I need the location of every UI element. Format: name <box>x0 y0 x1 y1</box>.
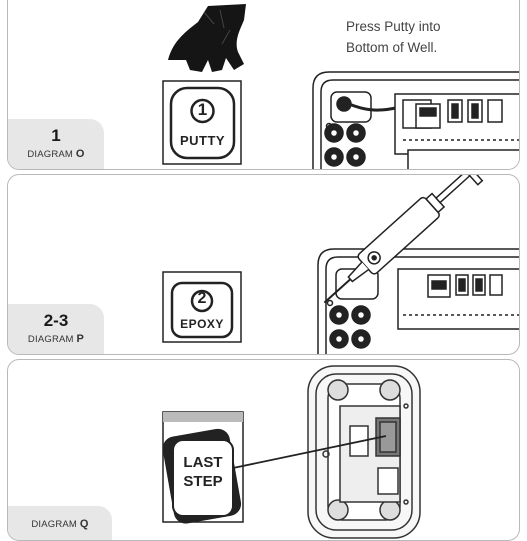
caption-line-1: Press Putty into <box>346 19 441 34</box>
electrical-box-icon <box>317 248 519 354</box>
last-step-line-2: STEP <box>183 473 223 490</box>
step-3-illustration <box>162 365 421 539</box>
putty-label: PUTTY <box>179 133 226 148</box>
diagram-label: DIAGRAM P <box>27 333 85 345</box>
last-step-line-1: LAST <box>183 454 223 471</box>
epoxy-packet <box>162 271 242 343</box>
step-panel-2: 2 EPOXY 2-3 DIAGRAM P <box>7 174 520 355</box>
electrical-box-icon <box>312 71 519 169</box>
step-3-tab: DIAGRAM Q <box>8 506 112 540</box>
step-2-tab: 2-3 DIAGRAM P <box>8 304 104 354</box>
step-number: 1 <box>51 126 61 145</box>
last-step-packet <box>162 411 244 524</box>
epoxy-label: EPOXY <box>180 317 224 331</box>
diagram-label: DIAGRAM Q <box>31 518 89 530</box>
putty-badge-number: 1 <box>197 100 208 119</box>
step-number: 2-3 <box>43 311 69 330</box>
putty-packet <box>162 80 242 165</box>
step-2-illustration <box>162 175 519 354</box>
last-step-label: LAST STEP <box>173 453 233 491</box>
step-panel-3: LAST STEP DIAGRAM Q <box>7 359 520 541</box>
electrical-box-icon <box>307 365 421 539</box>
step-1-tab: 1 DIAGRAM O <box>8 119 104 169</box>
pointer-line <box>232 435 387 469</box>
epoxy-badge-number: 2 <box>197 290 207 307</box>
step-1-illustration <box>162 4 519 169</box>
caption-line-2: Bottom of Well. <box>346 40 438 55</box>
step-1-caption: Press Putty into Bottom of Well. <box>346 16 441 58</box>
step-panel-1: 1 PUTTY Press Putty into Bottom of Well.… <box>7 0 520 170</box>
gloved-hand-icon <box>168 4 246 72</box>
syringe-icon <box>323 175 484 304</box>
diagram-label: DIAGRAM O <box>27 148 85 160</box>
